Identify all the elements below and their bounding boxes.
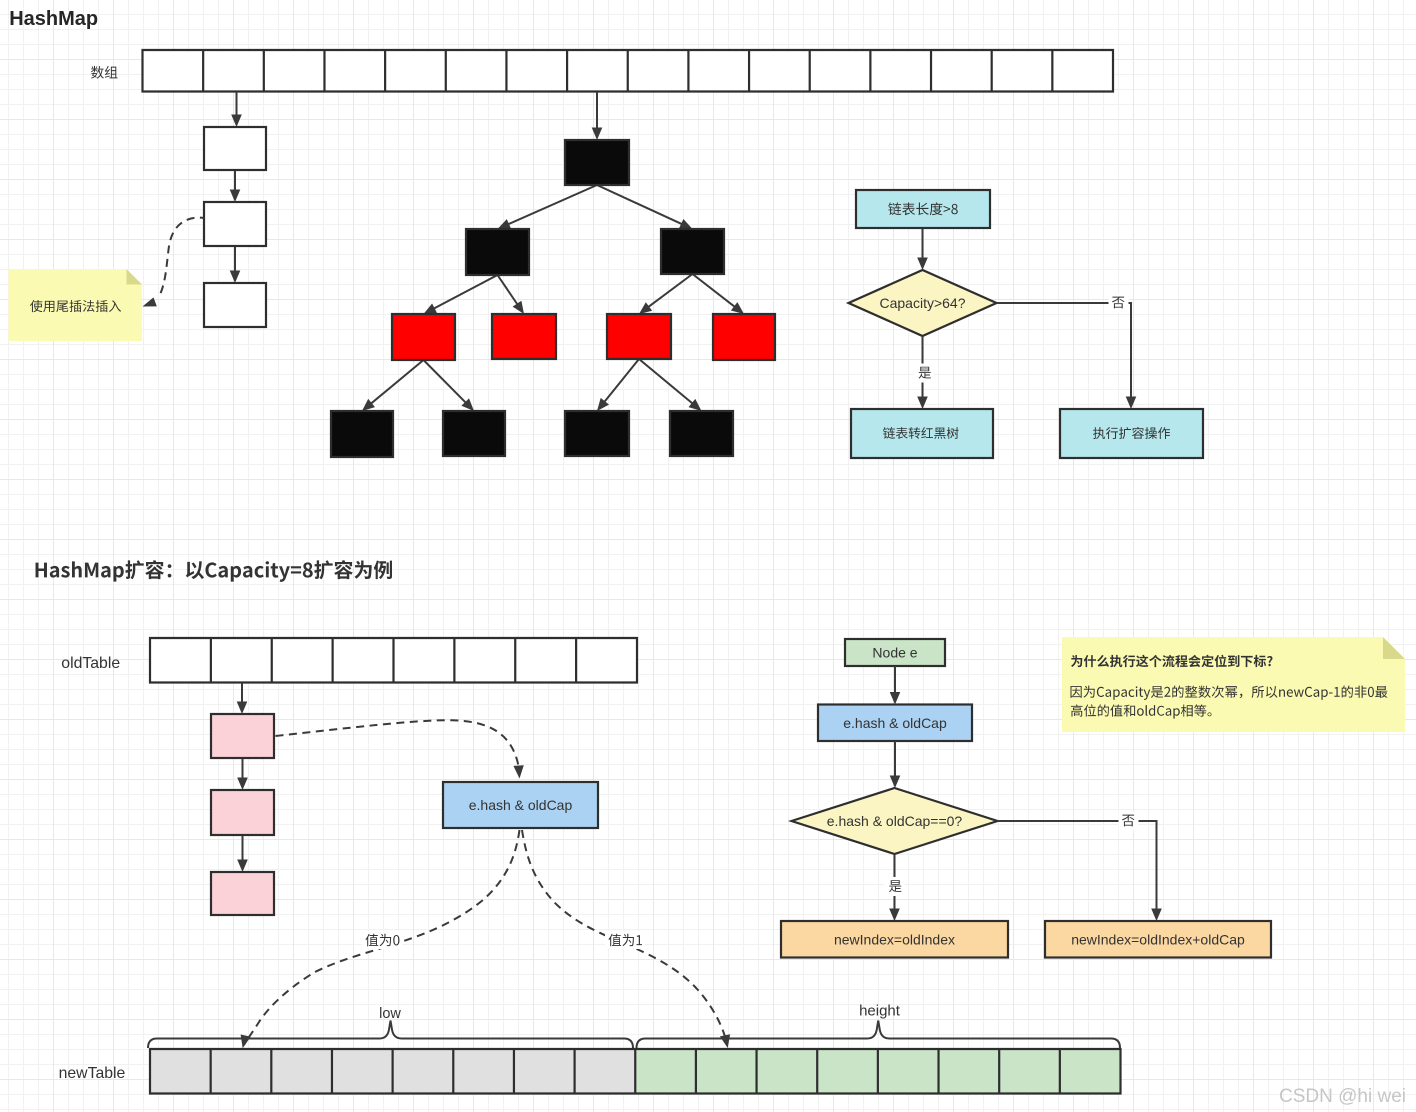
svg-text:newIndex=oldIndex+oldCap: newIndex=oldIndex+oldCap bbox=[1071, 931, 1245, 947]
svg-text:e.hash & oldCap==0?: e.hash & oldCap==0? bbox=[827, 813, 963, 829]
svg-text:Node e: Node e bbox=[872, 645, 917, 661]
svg-text:e.hash & oldCap: e.hash & oldCap bbox=[469, 797, 573, 813]
svg-text:height: height bbox=[859, 1003, 901, 1020]
svg-text:Capacity>64?: Capacity>64? bbox=[879, 295, 965, 311]
svg-text:low: low bbox=[379, 1006, 401, 1022]
svg-text:CSDN @hi wei: CSDN @hi wei bbox=[1279, 1086, 1406, 1107]
svg-text:e.hash & oldCap: e.hash & oldCap bbox=[843, 715, 947, 731]
svg-text:oldTable: oldTable bbox=[61, 655, 120, 672]
svg-text:HashMap: HashMap bbox=[9, 8, 98, 30]
svg-text:newIndex=oldIndex: newIndex=oldIndex bbox=[834, 931, 955, 947]
svg-text:newTable: newTable bbox=[59, 1065, 126, 1082]
